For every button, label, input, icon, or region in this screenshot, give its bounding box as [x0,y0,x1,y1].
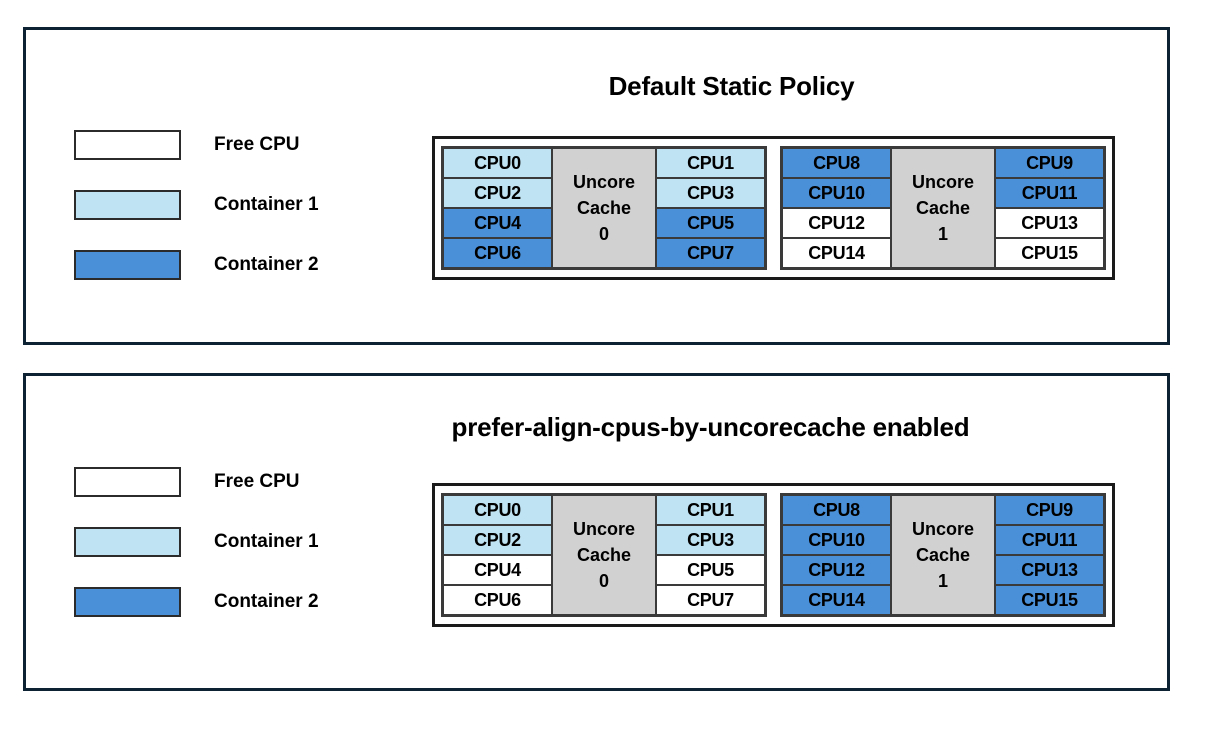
legend-swatch-container-1 [74,527,181,557]
cpu-cell: CPU13 [995,208,1104,238]
cpu-cell: CPU15 [995,585,1104,615]
legend-item-container-2: Container 2 [74,250,319,280]
cpu-cell: CPU12 [782,208,891,238]
uncore-cache-line-2: Cache [915,544,971,565]
uncore-cache-line-2: Cache [576,544,632,565]
uncore-cache-index: 1 [937,571,948,592]
legend-swatch-container-2 [74,250,181,280]
cpu-cell: CPU12 [782,555,891,585]
cpu-cell: CPU5 [656,555,765,585]
uncore-cache-index: 0 [598,224,609,245]
cpu-column-left: CPU0 CPU2 CPU4 CPU6 [443,148,552,268]
cpu-cell: CPU9 [995,495,1104,525]
panel-title: Default Static Policy [608,71,855,101]
cpu-cell: CPU14 [782,585,891,615]
cpu-cell: CPU3 [656,178,765,208]
legend-swatch-container-2 [74,587,181,617]
cpu-cell: CPU10 [782,525,891,555]
legend-label-container-1: Container 1 [214,194,319,215]
uncore-cache-group-0: CPU0 CPU2 CPU4 CPU6 Uncore Cache 0 CPU1 … [441,146,767,270]
cpu-cell: CPU0 [443,495,552,525]
legend: Free CPU Container 1 Container 2 [74,130,319,280]
cpu-column-right: CPU1 CPU3 CPU5 CPU7 [656,495,765,615]
legend-label-free-cpu: Free CPU [214,134,300,155]
panel-prefer-align-cpus-by-uncorecache: prefer-align-cpus-by-uncorecache enabled… [23,373,1170,691]
uncore-cache-line-1: Uncore [911,171,974,192]
cpu-column-left: CPU8 CPU10 CPU12 CPU14 [782,148,891,268]
cpu-cell: CPU10 [782,178,891,208]
legend-item-free-cpu: Free CPU [74,467,319,497]
uncore-cache-line-1: Uncore [572,171,635,192]
cpu-cell: CPU8 [782,495,891,525]
cpu-column-right: CPU9 CPU11 CPU13 CPU15 [995,148,1104,268]
legend-swatch-free-cpu [74,467,181,497]
uncore-cache-label: Uncore Cache 0 [552,148,656,268]
cpu-cell: CPU1 [656,148,765,178]
cpu-cell: CPU6 [443,238,552,268]
panel-title: prefer-align-cpus-by-uncorecache enabled [451,412,970,442]
cpu-cell: CPU13 [995,555,1104,585]
uncore-cache-label: Uncore Cache 1 [891,148,995,268]
cpu-cell: CPU4 [443,555,552,585]
uncore-cache-label: Uncore Cache 1 [891,495,995,615]
panel-default-static-policy: Default Static Policy Free CPU Container… [23,27,1170,345]
cpu-cell: CPU9 [995,148,1104,178]
uncore-cache-line-1: Uncore [572,518,635,539]
cpu-cell: CPU15 [995,238,1104,268]
cpu-cell: CPU7 [656,585,765,615]
cpu-cell: CPU0 [443,148,552,178]
legend-label-container-1: Container 1 [214,531,319,552]
cpu-column-right: CPU1 CPU3 CPU5 CPU7 [656,148,765,268]
cpu-cell: CPU11 [995,178,1104,208]
cpu-column-right: CPU9 CPU11 CPU13 CPU15 [995,495,1104,615]
uncore-cache-label: Uncore Cache 0 [552,495,656,615]
legend-swatch-free-cpu [74,130,181,160]
cpu-cell: CPU3 [656,525,765,555]
cpu-column-left: CPU8 CPU10 CPU12 CPU14 [782,495,891,615]
legend: Free CPU Container 1 Container 2 [74,467,319,617]
cpu-cell: CPU4 [443,208,552,238]
cpu-cell: CPU5 [656,208,765,238]
cpu-cell: CPU2 [443,178,552,208]
cpu-cell: CPU11 [995,525,1104,555]
cpu-topology-diagram: CPU0 CPU2 CPU4 CPU6 Uncore Cache 0 CPU1 … [432,483,1115,627]
legend-item-container-1: Container 1 [74,190,319,220]
uncore-cache-index: 1 [937,224,948,245]
cpu-cell: CPU7 [656,238,765,268]
cpu-cell: CPU8 [782,148,891,178]
legend-label-free-cpu: Free CPU [214,471,300,492]
uncore-cache-index: 0 [598,571,609,592]
cpu-cell: CPU14 [782,238,891,268]
uncore-cache-group-0: CPU0 CPU2 CPU4 CPU6 Uncore Cache 0 CPU1 … [441,493,767,617]
cpu-column-left: CPU0 CPU2 CPU4 CPU6 [443,495,552,615]
uncore-cache-line-2: Cache [915,197,971,218]
legend-label-container-2: Container 2 [214,591,319,612]
uncore-cache-group-1: CPU8 CPU10 CPU12 CPU14 Uncore Cache 1 CP… [780,146,1106,270]
legend-item-container-1: Container 1 [74,527,319,557]
legend-item-free-cpu: Free CPU [74,130,319,160]
uncore-cache-line-1: Uncore [911,518,974,539]
cpu-cell: CPU2 [443,525,552,555]
cpu-topology-diagram: CPU0 CPU2 CPU4 CPU6 Uncore Cache 0 CPU1 … [432,136,1115,280]
legend-label-container-2: Container 2 [214,254,319,275]
legend-item-container-2: Container 2 [74,587,319,617]
cpu-cell: CPU1 [656,495,765,525]
uncore-cache-group-1: CPU8 CPU10 CPU12 CPU14 Uncore Cache 1 CP… [780,493,1106,617]
uncore-cache-line-2: Cache [576,197,632,218]
legend-swatch-container-1 [74,190,181,220]
cpu-cell: CPU6 [443,585,552,615]
